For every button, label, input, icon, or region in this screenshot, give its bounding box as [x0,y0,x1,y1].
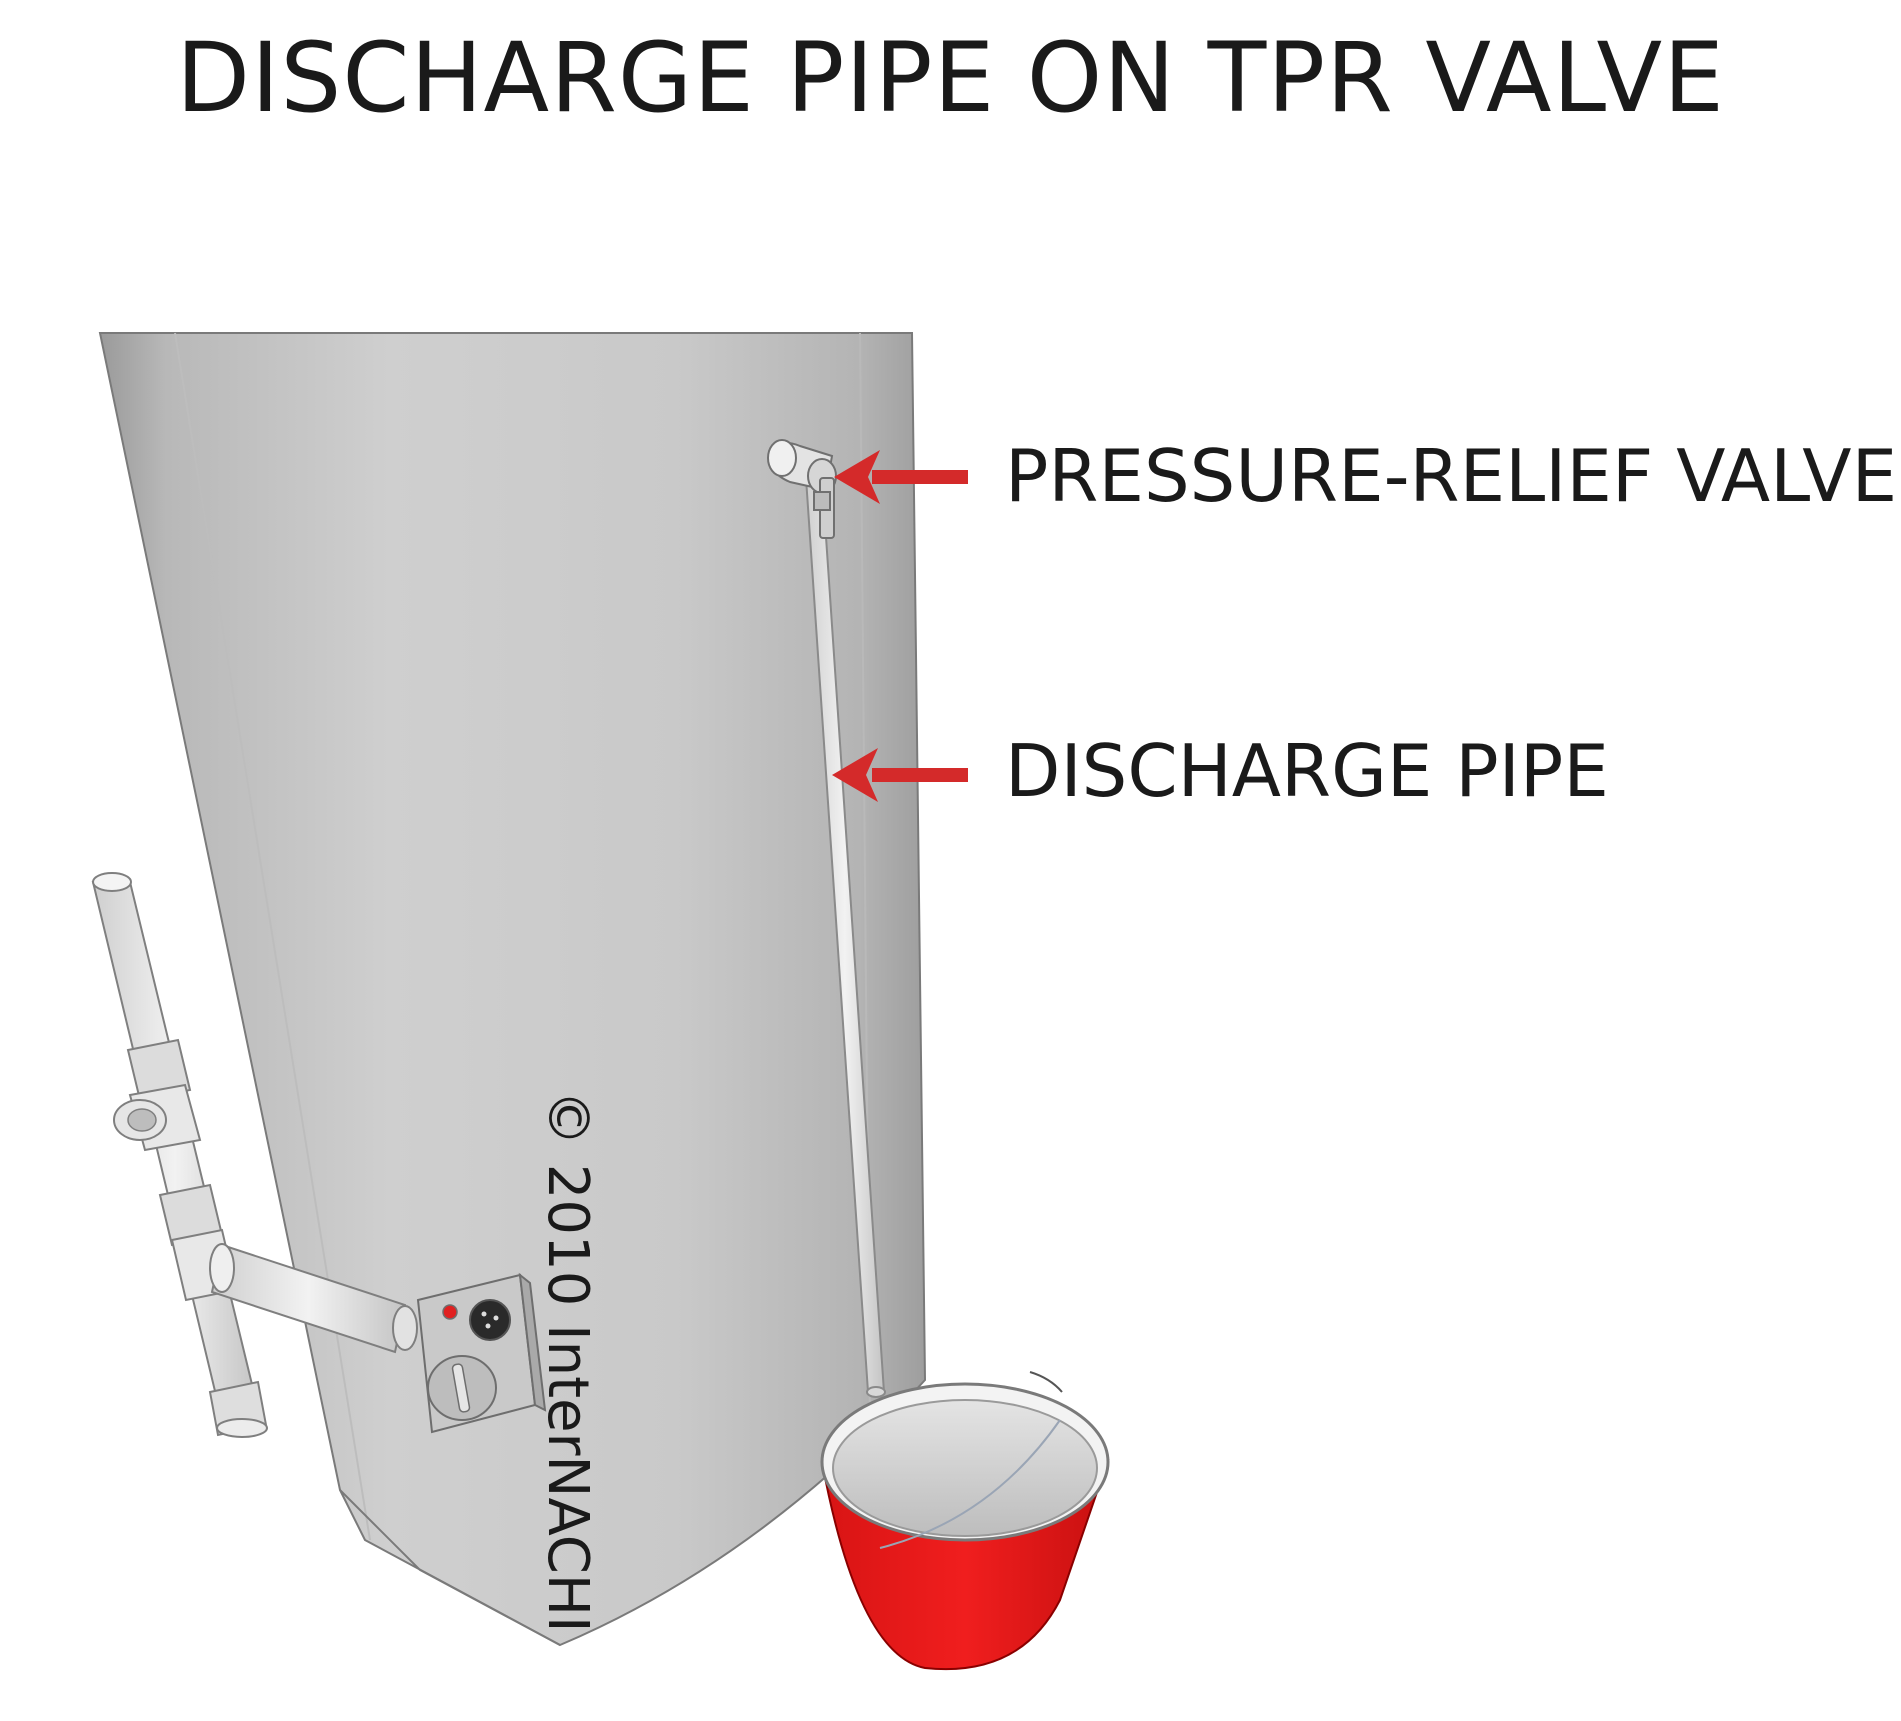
diagram-title: DISCHARGE PIPE ON TPR VALVE [176,22,1725,134]
copyright-notice: © 2010 InterNACHI [535,1090,600,1633]
discharge-pipe-arrow [832,748,968,802]
gas-control-valve [416,1272,547,1434]
supply-pipe-assembly [91,872,418,1438]
catch-bucket [820,1371,1110,1671]
water-heater-tank [98,332,927,1647]
pressure-relief-valve-label: PRESSURE-RELIEF VALVE [1005,434,1898,518]
discharge-pipe-label: DISCHARGE PIPE [1005,729,1609,813]
pressure-relief-valve [767,439,837,539]
pressure-relief-valve-arrow [834,450,968,504]
